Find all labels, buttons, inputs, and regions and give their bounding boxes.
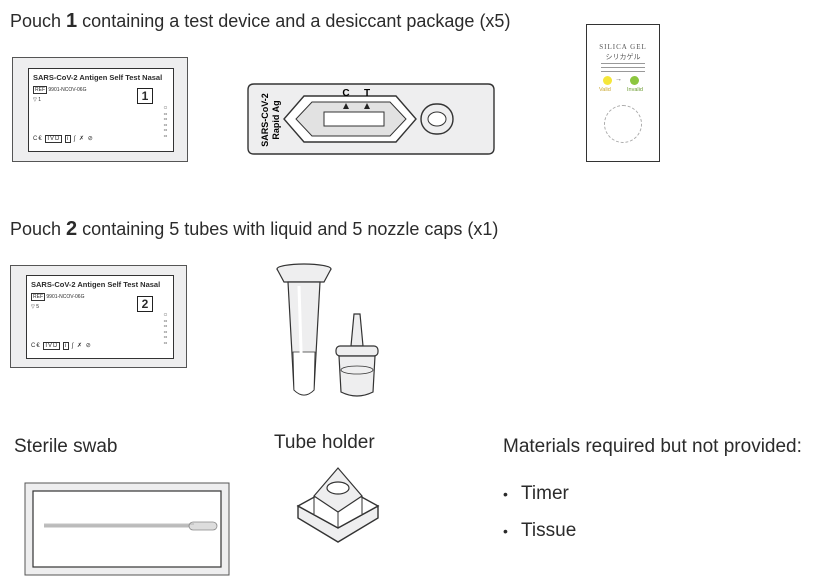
pouch1-heading: Pouch 1 containing a test device and a d… (10, 10, 510, 33)
pouch2-heading-suffix: containing 5 tubes with liquid and 5 noz… (77, 219, 499, 239)
nozzle-cap-illustration (335, 313, 379, 397)
ivd-icon: IVD (43, 342, 61, 350)
sample-well-inner (427, 111, 447, 127)
control-line-marker-icon (343, 103, 349, 109)
pouch1-count-row: ▽ 1 (33, 97, 41, 103)
temperature-icon: ʃ ✗ (74, 136, 86, 142)
desiccant-print-line (601, 63, 645, 64)
pouch2-heading-prefix: Pouch (10, 219, 67, 239)
pouch1-card-title: SARS-CoV-2 Antigen Self Test Nasal (33, 73, 163, 82)
pouch2-vertical-print: ▭ ▭▭ ▭▭ ▭ (163, 312, 168, 346)
pouch2-number-box: 2 (137, 296, 153, 312)
indicator-arrow-icon: → (615, 76, 622, 83)
pouch2-heading-number: 2 (66, 218, 78, 240)
swab-package-inner (32, 490, 222, 568)
pouch2-ref-code: 9901-NCOV-06G (46, 294, 85, 300)
desiccant-print-line (601, 67, 645, 68)
invalid-indicator-dot (630, 76, 639, 85)
pouch1-heading-number: 1 (66, 10, 78, 32)
valid-label: Valid (599, 87, 611, 93)
tube-holder-label: Tube holder (274, 432, 375, 453)
invalid-label: Invalid (627, 87, 643, 93)
test-count-icon: ▽ (31, 304, 35, 310)
sterile-swab-label: Sterile swab (14, 436, 118, 457)
pouch2-count: 5 (36, 304, 40, 310)
pouch1-illustration: SARS-CoV-2 Antigen Self Test Nasal REF 9… (12, 57, 188, 162)
test-device-label-line2: Rapid Ag (271, 100, 281, 139)
test-device-side-label: SARS-CoV-2 Rapid Ag (260, 93, 281, 147)
nozzle-ridge (340, 365, 374, 375)
pouch1-ref-code: 9901-NCOV-06G (48, 87, 87, 93)
desiccant-circle-outline (604, 105, 642, 143)
pouch2-count-row: ▽ 5 (31, 304, 39, 310)
nozzle-tip (350, 313, 364, 347)
pouch2-label-card: SARS-CoV-2 Antigen Self Test Nasal REF 9… (26, 275, 174, 359)
pouch1-ref: REF 9901-NCOV-06G (33, 86, 87, 94)
tube-highlight (297, 285, 304, 383)
bullet-icon: • (503, 523, 508, 539)
holder-tube-slot (326, 481, 350, 495)
test-device-result-strip (323, 111, 385, 127)
desiccant-package: SILICA GEL シリカゲル → Valid Invalid (586, 24, 660, 162)
instructions-icon: i (65, 135, 72, 143)
pouch2-regulatory-symbols: C€ IVD i ʃ ✗ ⊘ (31, 342, 92, 350)
pouch1-label-card: SARS-CoV-2 Antigen Self Test Nasal REF 9… (28, 68, 174, 152)
desiccant-subtitle: シリカゲル (605, 54, 641, 61)
temperature-icon: ʃ ✗ (72, 343, 84, 349)
valid-indicator-dot (603, 76, 612, 85)
test-device-illustration: C T SARS-CoV-2 Rapid Ag (247, 83, 495, 155)
test-line-letter: T (364, 88, 370, 99)
pouch2-card-title: SARS-CoV-2 Antigen Self Test Nasal (31, 280, 161, 289)
materials-item: • Timer (503, 483, 576, 520)
ivd-icon: IVD (45, 135, 63, 143)
no-reuse-icon: ⊘ (85, 343, 92, 349)
tube-funnel (276, 268, 332, 283)
test-line-marker-icon (364, 103, 370, 109)
pouch2-ref: REF 9901-NCOV-06G (31, 293, 85, 301)
desiccant-title: SILICA GEL (599, 43, 647, 51)
materials-item-label: Tissue (521, 520, 577, 541)
materials-heading: Materials required but not provided: (503, 436, 802, 457)
swab-tip (188, 521, 218, 531)
tube-liquid (292, 351, 316, 396)
ce-mark-icon: C€ (31, 343, 41, 349)
control-line-letter: C (342, 88, 349, 99)
pouch2-illustration: SARS-CoV-2 Antigen Self Test Nasal REF 9… (10, 265, 187, 368)
pouch1-vertical-print: ▭ ▭▭ ▭▭ ▭ (163, 105, 168, 139)
pouch1-number-box: 1 (137, 88, 153, 104)
instructions-icon: i (63, 342, 70, 350)
materials-item-label: Timer (521, 483, 569, 504)
nozzle-base (338, 355, 376, 397)
bullet-icon: • (503, 486, 508, 502)
desiccant-print-line (601, 71, 645, 72)
liquid-tube-illustration (276, 263, 332, 396)
materials-item: • Tissue (503, 520, 576, 557)
ce-mark-icon: C€ (33, 136, 43, 142)
tube-holder-illustration (296, 467, 380, 543)
test-device-label-line1: SARS-CoV-2 (260, 93, 270, 147)
pouch1-heading-suffix: containing a test device and a desiccant… (77, 11, 511, 31)
no-reuse-icon: ⊘ (87, 136, 94, 142)
pouch2-heading: Pouch 2 containing 5 tubes with liquid a… (10, 218, 498, 241)
nozzle-collar (335, 345, 379, 357)
pouch1-count: 1 (38, 97, 42, 103)
pouch1-heading-prefix: Pouch (10, 11, 67, 31)
test-count-icon: ▽ (33, 97, 37, 103)
sterile-swab-illustration (24, 482, 230, 576)
materials-list: • Timer • Tissue (503, 483, 576, 557)
pouch1-regulatory-symbols: C€ IVD i ʃ ✗ ⊘ (33, 135, 94, 143)
